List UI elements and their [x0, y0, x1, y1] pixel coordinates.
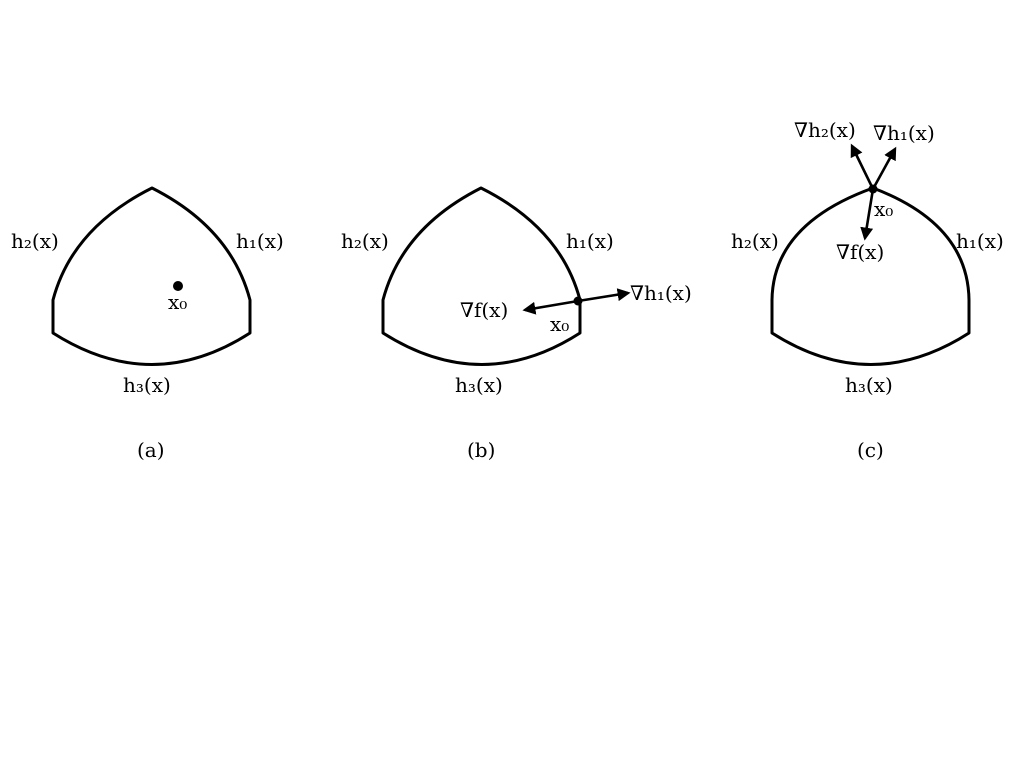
feasible-region-a [51, 186, 252, 366]
label-x0-b: x₀ [550, 312, 569, 336]
arrow-grad-h2-c [850, 143, 875, 190]
label-h2-a: h₂(x) [11, 229, 59, 253]
label-grad-h1-c: ∇h₁(x) [873, 121, 935, 145]
label-x0-c: x₀ [874, 197, 893, 221]
point-x0-b [573, 296, 583, 306]
label-h2-c: h₂(x) [731, 229, 779, 253]
label-h3-a: h₃(x) [123, 373, 171, 397]
point-x0-a [173, 281, 183, 291]
panel-b: h₂(x) h₁(x) h₃(x) x₀ ∇f(x) ∇h₁(x) (b) [341, 186, 692, 462]
label-h2-b: h₂(x) [341, 229, 389, 253]
label-h1-b: h₁(x) [566, 229, 614, 253]
feasible-region-b [381, 186, 582, 366]
caption-b: (b) [467, 438, 495, 462]
label-h3-c: h₃(x) [845, 373, 893, 397]
arrow-grad-h1-b [577, 288, 631, 303]
panel-a: h₂(x) h₁(x) h₃(x) x₀ (a) [11, 186, 284, 462]
label-x0-a: x₀ [168, 290, 187, 314]
panel-c: h₂(x) h₁(x) h₃(x) x₀ ∇f(x) ∇h₂(x) ∇h₁(x)… [731, 118, 1004, 462]
arrow-grad-f-c [860, 188, 875, 241]
label-grad-h2-c: ∇h₂(x) [794, 118, 856, 142]
point-x0-c [868, 184, 878, 194]
label-grad-h1-b: ∇h₁(x) [630, 281, 692, 305]
arrow-grad-h1-c [871, 146, 897, 190]
label-grad-f-b: ∇f(x) [460, 298, 508, 322]
arrow-grad-f-b [522, 299, 579, 315]
label-grad-f-c: ∇f(x) [836, 240, 884, 264]
feasible-region-c [770, 186, 971, 366]
caption-a: (a) [137, 438, 165, 462]
label-h1-c: h₁(x) [956, 229, 1004, 253]
caption-c: (c) [857, 438, 884, 462]
label-h3-b: h₃(x) [455, 373, 503, 397]
label-h1-a: h₁(x) [236, 229, 284, 253]
